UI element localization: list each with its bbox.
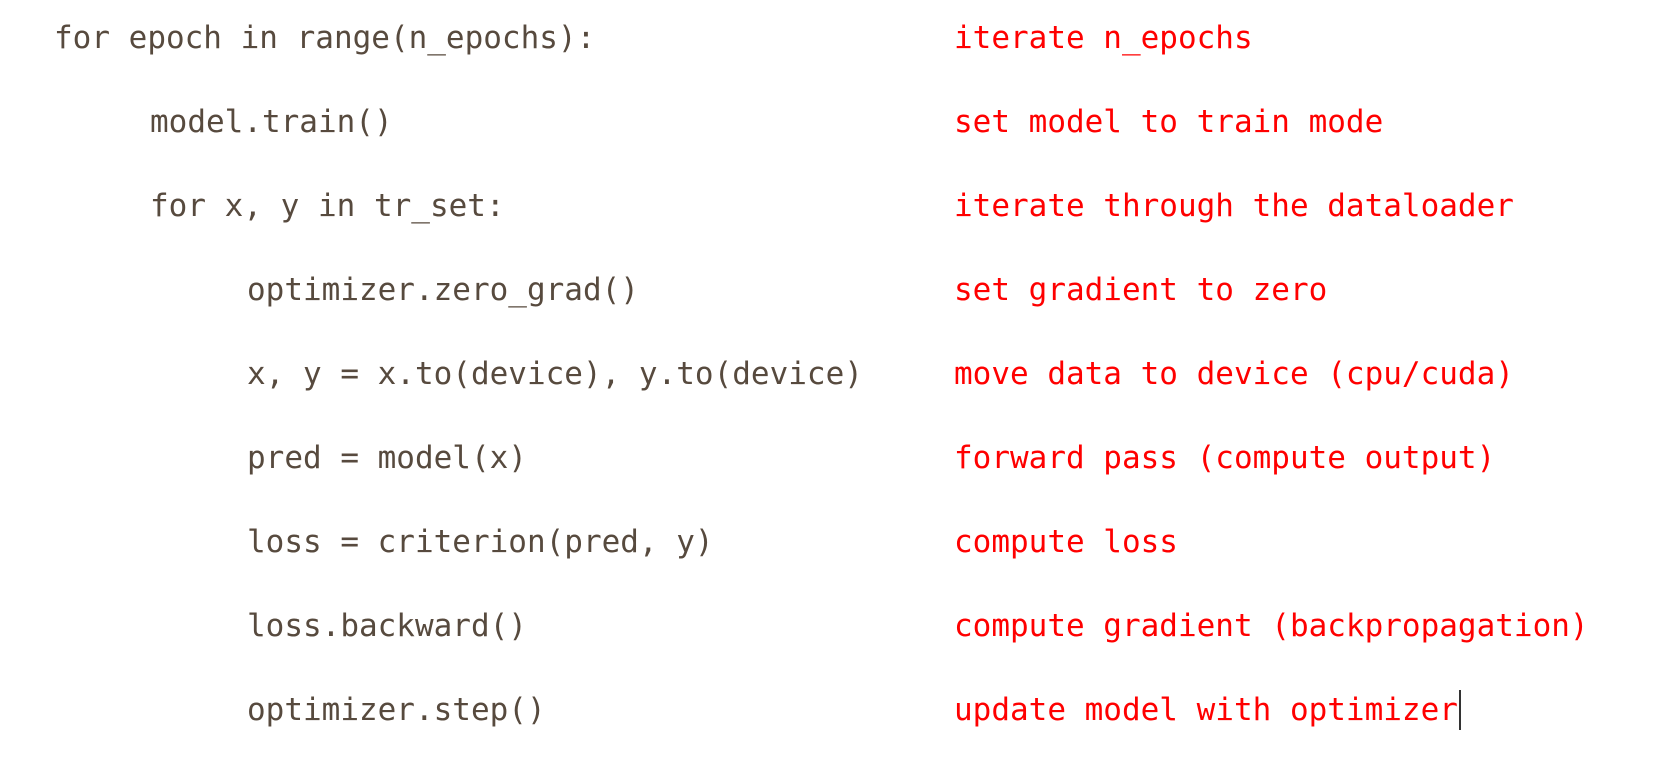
code-line-1: for epoch in range(n_epochs): iterate n_… bbox=[0, 13, 1660, 63]
code-line-5: x, y = x.to(device), y.to(device) move d… bbox=[0, 349, 1660, 399]
annotation-text: set model to train mode bbox=[954, 104, 1384, 140]
annotation-text: iterate through the dataloader bbox=[954, 188, 1514, 224]
annotation-text: forward pass (compute output) bbox=[954, 440, 1496, 476]
annotation-text: update model with optimizer bbox=[954, 692, 1458, 728]
annotation-line[interactable]: update model with optimizer bbox=[954, 685, 1461, 735]
code-text: for x, y in tr_set: bbox=[150, 188, 505, 224]
annotation-text: compute gradient (backpropagation) bbox=[954, 608, 1589, 644]
annotation-text: iterate n_epochs bbox=[954, 20, 1253, 56]
text-cursor bbox=[1458, 689, 1461, 730]
code-line-6: pred = model(x) forward pass (compute ou… bbox=[0, 433, 1660, 483]
code-line-4: optimizer.zero_grad() set gradient to ze… bbox=[0, 265, 1660, 315]
code-text: optimizer.zero_grad() bbox=[247, 272, 639, 308]
code-line-8: loss.backward() compute gradient (backpr… bbox=[0, 601, 1660, 651]
code-line-7: loss = criterion(pred, y) compute loss bbox=[0, 517, 1660, 567]
code-text: for epoch in range(n_epochs): bbox=[54, 20, 596, 56]
code-text: model.train() bbox=[150, 104, 393, 140]
code-line-9: optimizer.step() update model with optim… bbox=[0, 685, 1660, 735]
code-text: optimizer.step() bbox=[247, 692, 546, 728]
code-line-3: for x, y in tr_set: iterate through the … bbox=[0, 181, 1660, 231]
code-text: loss = criterion(pred, y) bbox=[247, 524, 714, 560]
annotation-text: set gradient to zero bbox=[954, 272, 1328, 308]
code-line-2: model.train() set model to train mode bbox=[0, 97, 1660, 147]
code-text: loss.backward() bbox=[247, 608, 527, 644]
code-text: x, y = x.to(device), y.to(device) bbox=[247, 356, 863, 392]
annotation-text: move data to device (cpu/cuda) bbox=[954, 356, 1514, 392]
code-text: pred = model(x) bbox=[247, 440, 527, 476]
annotation-text: compute loss bbox=[954, 524, 1178, 560]
